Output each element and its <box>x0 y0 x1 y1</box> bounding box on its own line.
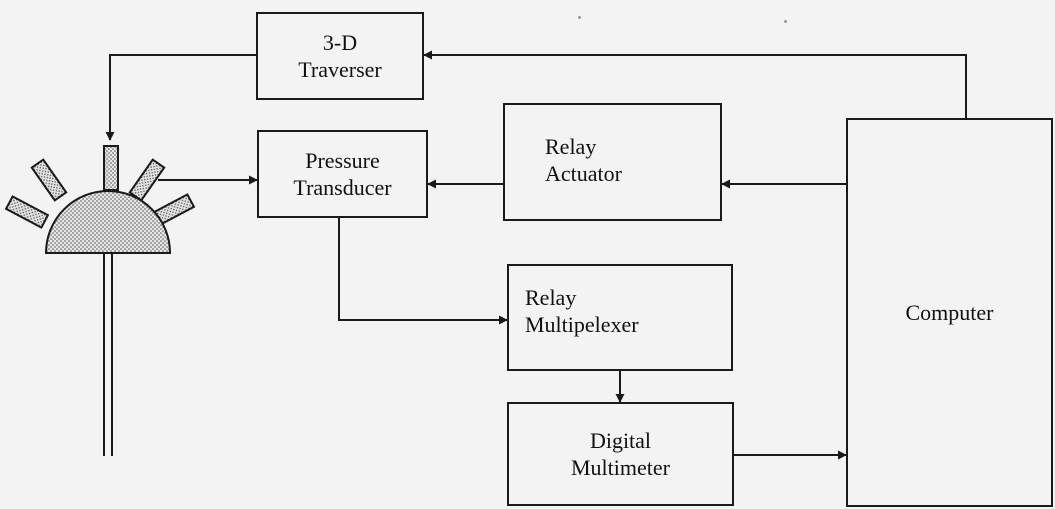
pressure-probe-icon <box>4 145 196 456</box>
arrow-transducer-to-multiplexer <box>338 218 508 325</box>
traverser-label-line1: 3-D <box>322 30 358 55</box>
scan-speck <box>578 16 581 19</box>
traverser-block: 3-D Traverser <box>256 12 424 100</box>
traverser-label-line2: Traverser <box>298 57 382 82</box>
digital-multimeter-block: Digital Multimeter <box>507 402 734 506</box>
relay-actuator-label-line2: Actuator <box>545 161 622 186</box>
relay-multiplexer-label-line2: Multipelexer <box>525 312 639 337</box>
relay-actuator-block: Relay Actuator <box>503 103 722 221</box>
pressure-transducer-block: Pressure Transducer <box>257 130 428 218</box>
relay-actuator-label-line1: Relay <box>545 134 597 159</box>
digital-multimeter-label-line1: Digital <box>589 428 652 453</box>
relay-multiplexer-label-line1: Relay <box>525 285 577 310</box>
computer-label: Computer <box>905 300 994 325</box>
computer-block: Computer <box>846 118 1053 507</box>
pressure-transducer-label-line1: Pressure <box>305 148 380 173</box>
arrow-traverser-to-probe <box>105 54 256 141</box>
digital-multimeter-label-line2: Multimeter <box>571 455 670 480</box>
pressure-transducer-label-line2: Transducer <box>293 175 392 200</box>
relay-multiplexer-block: Relay Multipelexer <box>507 264 733 371</box>
arrow-computer-to-traverser <box>423 50 967 118</box>
scan-speck <box>784 20 787 23</box>
